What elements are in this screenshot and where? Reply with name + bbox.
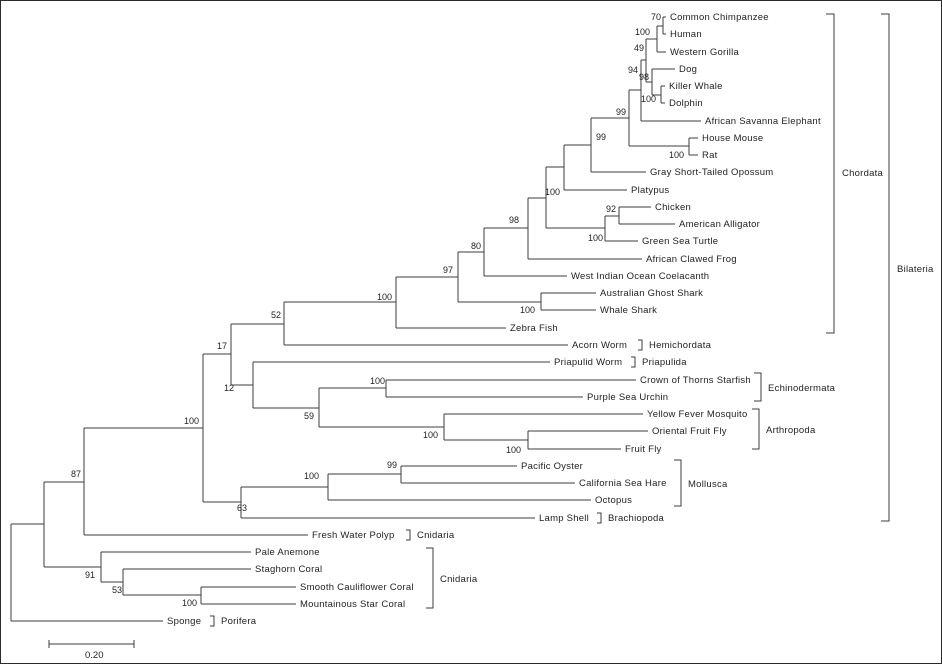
clade-bracket-arthropoda xyxy=(752,408,760,450)
bootstrap-value: 100 xyxy=(377,292,392,302)
bootstrap-value: 91 xyxy=(85,570,95,580)
tip-label: California Sea Hare xyxy=(579,478,667,489)
tip-label: Common Chimpanzee xyxy=(670,12,769,23)
clade-bracket-cnidaria xyxy=(426,547,434,609)
clade-bracket-echinodermata xyxy=(754,372,762,402)
tip-label: Dolphin xyxy=(669,98,703,109)
tip-label: Western Gorilla xyxy=(670,47,740,58)
tip-label: Octopus xyxy=(595,495,632,506)
tip-label: Whale Shark xyxy=(600,305,657,316)
bootstrap-value: 70 xyxy=(651,12,661,22)
bootstrap-value: 92 xyxy=(606,204,616,214)
bootstrap-value: 97 xyxy=(443,265,453,275)
clade-label-priapulida: Priapulida xyxy=(642,357,687,368)
tip-label: Killer Whale xyxy=(669,81,723,92)
bootstrap-value: 63 xyxy=(237,503,247,513)
tip-label: Dog xyxy=(679,64,697,75)
bootstrap-value: 98 xyxy=(509,215,519,225)
bootstrap-value: 80 xyxy=(471,241,481,251)
bootstrap-value: 99 xyxy=(616,107,626,117)
clade-label-echinodermata: Echinodermata xyxy=(768,383,836,394)
clade-bracket-brachiopoda xyxy=(597,512,602,524)
bootstrap-value: 100 xyxy=(520,305,535,315)
clade-bracket-cnidaria-polyp xyxy=(406,529,411,541)
tip-label: Australian Ghost Shark xyxy=(600,288,703,299)
bootstrap-value: 98 xyxy=(639,72,649,82)
clade-bracket-priapulida xyxy=(631,356,636,368)
tip-label: House Mouse xyxy=(702,133,763,144)
bootstrap-value: 100 xyxy=(423,430,438,440)
clade-bracket-chordata xyxy=(826,13,835,334)
tip-label: Mountainous Star Coral xyxy=(300,599,405,610)
clade-label-brachiopoda: Brachiopoda xyxy=(608,513,665,524)
bootstrap-value: 99 xyxy=(596,132,606,142)
tip-label: Acorn Worm xyxy=(572,340,627,351)
clade-bracket-mollusca xyxy=(674,459,682,507)
bootstrap-value: 99 xyxy=(387,460,397,470)
bootstrap-value: 100 xyxy=(635,27,650,37)
tip-label: Staghorn Coral xyxy=(255,564,322,575)
tip-label: Pale Anemone xyxy=(255,547,320,558)
tip-label: Gray Short-Tailed Opossum xyxy=(650,167,773,178)
tip-label: Zebra Fish xyxy=(510,323,558,334)
clade-label-chordata: Chordata xyxy=(842,168,884,179)
bootstrap-value: 100 xyxy=(641,94,656,104)
clade-label-cnidaria-polyp: Cnidaria xyxy=(417,530,455,541)
clade-label-hemichordata: Hemichordata xyxy=(649,340,712,351)
clade-bracket-hemichordata xyxy=(638,339,643,351)
tip-label: Yellow Fever Mosquito xyxy=(647,409,747,420)
bootstrap-value: 53 xyxy=(112,585,122,595)
tip-label: Priapulid Worm xyxy=(554,357,622,368)
bootstrap-value: 100 xyxy=(182,598,197,608)
bootstrap-value: 87 xyxy=(71,469,81,479)
tip-label: Smooth Cauliflower Coral xyxy=(300,582,414,593)
bootstrap-value: 100 xyxy=(184,416,199,426)
bootstrap-value: 100 xyxy=(304,471,319,481)
clade-bracket-bilateria xyxy=(881,13,890,522)
clade-label-arthropoda: Arthropoda xyxy=(766,425,816,436)
clade-bracket-porifera xyxy=(210,615,215,627)
tip-label: West Indian Ocean Coelacanth xyxy=(571,271,709,282)
bootstrap-value: 100 xyxy=(370,376,385,386)
tip-label: Rat xyxy=(702,150,718,161)
tip-label: Chicken xyxy=(655,202,691,213)
tip-label: Oriental Fruit Fly xyxy=(652,426,727,437)
tip-label: Pacific Oyster xyxy=(521,461,583,472)
clade-label-porifera: Porifera xyxy=(221,616,257,627)
bootstrap-value: 17 xyxy=(217,341,227,351)
tip-label: American Alligator xyxy=(679,219,760,230)
bootstrap-value: 52 xyxy=(271,310,281,320)
tip-label: African Clawed Frog xyxy=(646,254,737,265)
clade-label-mollusca: Mollusca xyxy=(688,479,728,490)
tip-label: Human xyxy=(670,29,702,40)
tip-label: Crown of Thorns Starfish xyxy=(640,375,751,386)
tip-label: African Savanna Elephant xyxy=(705,116,821,127)
bootstrap-value: 94 xyxy=(628,65,638,75)
bootstrap-value: 59 xyxy=(304,411,314,421)
bootstrap-value: 100 xyxy=(545,187,560,197)
bootstrap-value: 49 xyxy=(634,43,644,53)
tip-label: Lamp Shell xyxy=(539,513,589,524)
clade-label-bilateria: Bilateria xyxy=(897,264,934,275)
tip-label: Platypus xyxy=(631,185,669,196)
tip-label: Fruit Fly xyxy=(625,444,662,455)
bootstrap-value: 100 xyxy=(669,150,684,160)
tip-label: Green Sea Turtle xyxy=(642,236,718,247)
tip-label: Purple Sea Urchin xyxy=(587,392,668,403)
scale-bar-label: 0.20 xyxy=(85,650,104,661)
clade-label-cnidaria: Cnidaria xyxy=(440,574,478,585)
bootstrap-value: 100 xyxy=(588,233,603,243)
bootstrap-value: 100 xyxy=(506,445,521,455)
bootstrap-value: 12 xyxy=(224,383,234,393)
tip-label: Sponge xyxy=(167,616,201,627)
tip-label: Fresh Water Polyp xyxy=(312,530,395,541)
